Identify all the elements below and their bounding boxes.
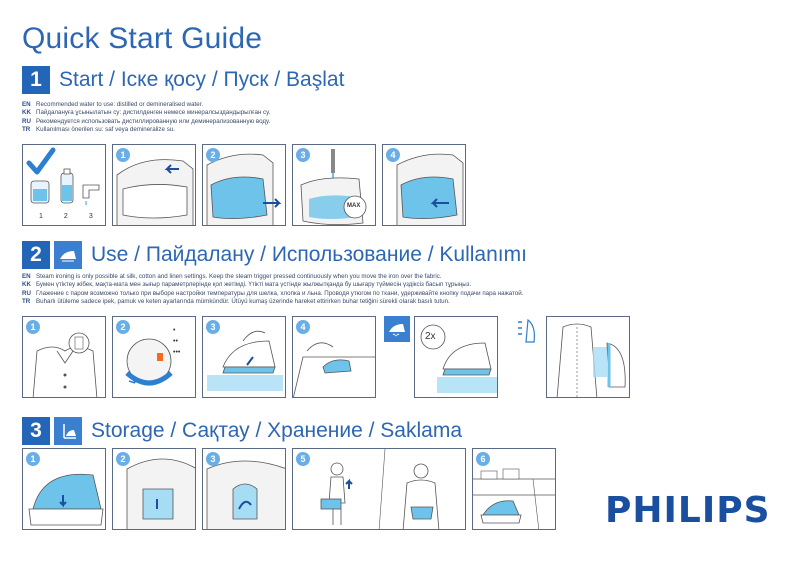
steam-iron-icon [54,241,82,269]
panel-use-step-1: 1 [22,316,106,398]
base-station-illustration [116,159,194,225]
panel-use-vertical-steam [546,316,630,398]
garment-label-illustration [32,332,98,397]
fill-tank-illustration [300,149,367,225]
panel-start-step-1: 1 [112,144,196,226]
section-number: 1 [22,66,50,94]
water-labels: 1 2 3 [39,213,93,220]
steam-ironing-illustration [207,330,283,391]
ironing-board-illustration [293,342,375,397]
panel-storage-step-6: 6 [472,448,556,530]
step-badge: 2 [206,148,220,162]
section-use-header: 2 Use / Пайдалану / Использование / Kull… [22,241,527,269]
panel-start-step-2: 2 [202,144,286,226]
store-in-cupboard-illustration [473,468,555,529]
panel-use-step-2: 2 • •• ••• [112,316,196,398]
panel-storage-step-3: 3 [202,448,286,530]
steam-setting-icon [384,316,410,342]
section-number: 2 [22,241,50,269]
panel-storage-step-1: 1 [22,448,106,530]
step-badge: 3 [296,148,310,162]
page-title: Quick Start Guide [22,22,263,55]
vertical-steam-icon [512,316,540,346]
section-title: Storage / Сақтау / Хранение / Saklama [91,419,463,442]
section-number: 3 [22,417,50,445]
vertical-steaming-illustration [556,323,626,397]
panel-storage-step-5: 5 [292,448,466,530]
step-badge: 5 [296,452,310,466]
panel-use-step-4: 4 [292,316,376,398]
storage-icon [54,417,82,445]
panel-storage-step-2: 2 [112,448,196,530]
step-badge: 1 [26,320,40,334]
section-storage-header: 3 Storage / Сақтау / Хранение / Saklama [22,417,462,445]
panel-use-shot-of-steam: 2x [414,316,498,398]
tap-icon [82,184,100,199]
panel-use-step-3: 3 [202,316,286,398]
step-badge: 2 [116,452,130,466]
shot-of-steam-illustration [420,324,497,393]
temperature-dial-illustration [125,338,173,386]
step-badge: 4 [386,148,400,162]
dial-symbols: • •• ••• [173,327,181,356]
check-icon [26,147,56,175]
step-badge: 1 [116,148,130,162]
repeat-label: 2x [425,331,436,342]
philips-logo: PHILIPS [605,490,771,531]
panel-water-types: 1 2 3 [22,144,106,226]
cord-storage-illustration [206,460,285,529]
panel-start-step-3: 3 MAX [292,144,376,226]
section-title: Start / Іске қосу / Пуск / Başlat [59,68,345,91]
carry-iron-illustration [320,449,440,529]
insert-tank-illustration [396,153,464,225]
magnifier-icon [343,195,367,219]
section-start-header: 1 Start / Іске қосу / Пуск / Başlat [22,66,344,94]
step-badge: 6 [476,452,490,466]
lock-iron-illustration [126,458,195,529]
place-on-base-illustration [28,473,104,526]
max-label: MAX [347,203,361,209]
panel-start-step-4: 4 [382,144,466,226]
step-badge: 3 [206,452,220,466]
care-label-icon [74,336,84,350]
water-types-illustration [26,147,100,205]
step-badge: 4 [296,320,310,334]
step-badge: 3 [206,320,220,334]
step-badge: 2 [116,320,130,334]
section-title: Use / Пайдалану / Использование / Kullan… [91,243,527,266]
step-badge: 1 [26,452,40,466]
